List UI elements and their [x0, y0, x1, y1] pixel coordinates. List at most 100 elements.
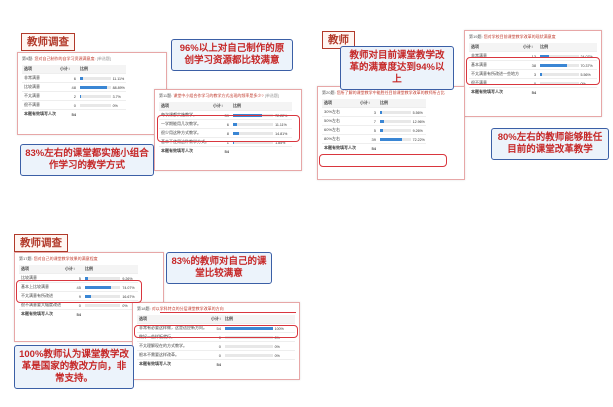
callout-note: 83%的教师对自己的课堂比较满意 — [166, 252, 272, 284]
question-number: 第19题: — [469, 34, 483, 39]
highlight-box — [157, 115, 300, 142]
question-title: 第19题: 您对学校目前课堂教学改革的现状满意度 — [469, 34, 597, 39]
ratio-bar-fill — [380, 119, 384, 123]
option-count: 1 — [211, 137, 231, 147]
header-cell: 小计↕ — [521, 43, 539, 52]
ratio-bar-fill — [540, 63, 568, 67]
ratio-bar-fill — [540, 54, 550, 58]
ratio-bar-track — [85, 285, 121, 289]
callout-note: 教师对目前课堂教学改革的满意度达到94%以上 — [340, 46, 454, 90]
ratio-bar-track — [380, 119, 411, 123]
option-label: 比较满意 — [22, 82, 58, 92]
option-ratio: 0% — [78, 100, 126, 110]
option-label: 很不满意要大幅度改进 — [19, 300, 63, 310]
ratio-bar-track — [80, 103, 111, 107]
option-label: 非常满意 — [22, 73, 58, 83]
option-label: 很少用这种方式教学。 — [159, 128, 211, 138]
ratio-bar-track — [80, 94, 111, 98]
ratio-bar-track — [540, 81, 579, 85]
header-cell: 比例 — [83, 265, 138, 274]
survey-card-q20: 第20题: 您所了解的课堂教学中能胜任目前课堂教学改革的教师所占比 选项小计↕比… — [317, 86, 465, 180]
option-ratio: 24.07% — [538, 51, 597, 61]
ratio-bar-fill — [225, 326, 273, 330]
option-ratio: 9.26% — [83, 273, 138, 283]
ratio-bar-track — [85, 303, 121, 307]
table-header: 选项小计↕比例 — [22, 65, 126, 74]
header-cell: 小计↕ — [58, 65, 78, 74]
ratio-bar-fill — [380, 110, 382, 114]
ratio-bar-track — [80, 76, 111, 80]
option-label: 30%左右 — [322, 107, 358, 117]
option-label: 基本满意 — [469, 60, 521, 70]
total-count: 54 — [76, 311, 81, 317]
question-text: 您对自己的课堂教学效果的满意程度 — [33, 256, 98, 261]
option-count: 13 — [521, 51, 539, 61]
option-ratio: 9.26% — [378, 125, 426, 135]
callout-note: 80%左右的教师能够胜任目前的课堂改革教学 — [491, 128, 609, 160]
ratio-percent: 11.11% — [275, 122, 287, 127]
question-number: 第18题: — [137, 306, 151, 311]
ratio-bar-track — [380, 137, 411, 141]
table-header: 选项小计↕比例 — [159, 102, 293, 111]
option-ratio: 88.89% — [78, 82, 126, 92]
ratio-bar-track — [540, 72, 579, 76]
table-header: 选项小计↕比例 — [137, 315, 295, 324]
option-label: 非常满意 — [469, 51, 521, 61]
option-label: 不太满意有所改进 — [19, 291, 63, 301]
option-label: 非常有必要这样做，这是适应新方向。 — [137, 323, 209, 333]
ratio-percent: 16.67% — [122, 294, 135, 299]
total-count: 54 — [216, 361, 221, 367]
total-label: 本题有效填写人次 — [324, 145, 356, 150]
question-title: 第17题: 您对自己的课堂教学效果的满意程度 — [19, 256, 159, 261]
header-cell: 选项 — [137, 315, 209, 324]
header-cell: 小计↕ — [209, 315, 223, 324]
option-label: 不太满意有所改进一些地方 — [469, 69, 521, 79]
option-label: 比较满意 — [19, 273, 63, 283]
option-label: 不太满意 — [22, 91, 58, 101]
table-header: 选项小计↕比例 — [322, 99, 426, 108]
question-number: 第20题: — [322, 90, 336, 95]
ratio-percent: 24.07% — [580, 54, 593, 59]
option-ratio: 14.81% — [231, 128, 293, 138]
ratio-bar-fill — [80, 85, 108, 89]
ratio-percent: 11.11% — [112, 76, 125, 81]
option-count: 39 — [358, 134, 378, 144]
ratio-percent: 1.85% — [275, 140, 286, 145]
ratio-bar-fill — [85, 285, 112, 289]
option-ratio: 0% — [83, 300, 138, 310]
ratio-bar-fill — [80, 94, 82, 98]
ratio-percent: 88.89% — [112, 85, 125, 90]
section-badge: 教师 — [322, 31, 355, 49]
ratio-bar-track — [225, 344, 273, 348]
callout-note: 100%教师认为课堂教学改革是国家的教改方向，非常支持。 — [14, 345, 134, 389]
option-count: 6 — [58, 73, 78, 83]
header-cell: 选项 — [19, 265, 63, 274]
option-count: 0 — [209, 350, 223, 360]
header-cell: 小计↕ — [211, 102, 231, 111]
ratio-percent: 5.56% — [412, 110, 423, 115]
option-ratio: 70.37% — [538, 60, 597, 70]
option-label: 很不满意 — [469, 78, 521, 88]
question-title: 第20题: 您所了解的课堂教学中能胜任目前课堂教学改革的教师所占比 — [322, 90, 460, 95]
question-text: 您所了解的课堂教学中能胜任目前课堂教学改革的教师所占比 — [336, 90, 445, 95]
total-label: 本题有效填写人次 — [471, 89, 503, 94]
option-ratio: 11.11% — [231, 119, 293, 129]
question-text: 您对学校目前课堂教学改革的现状满意度 — [483, 34, 556, 39]
ratio-bar-fill — [80, 76, 84, 80]
